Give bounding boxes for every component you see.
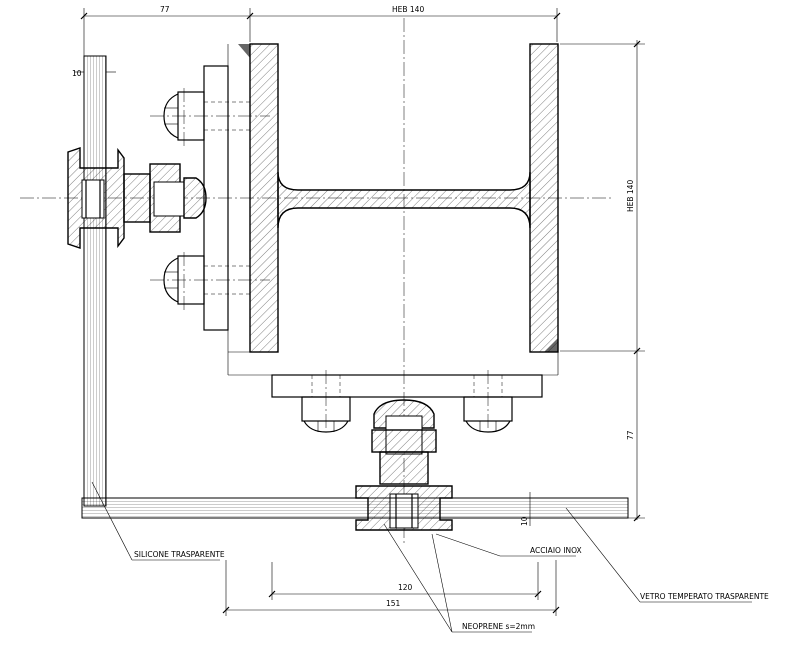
- top-dimensions: 77 HEB 140: [80, 5, 561, 60]
- bottom-dimensions: 120 151: [222, 560, 560, 616]
- dim-glass-bottom: 10: [520, 516, 529, 526]
- right-dimensions: HEB 140 77: [560, 40, 645, 522]
- left-spider-fitting: [67, 147, 207, 249]
- dim-top-left: 77: [160, 5, 170, 14]
- dim-glass-left: 10: [72, 69, 82, 78]
- label-neoprene: NEOPRENE s=2mm: [462, 622, 535, 631]
- annotations: SILICONE TRASPARENTE ACCIAIO INOX VETRO …: [91, 481, 769, 633]
- left-glass-panel: 10: [72, 55, 116, 507]
- dim-bottom-inner: 120: [398, 583, 413, 592]
- heb140-beam: [227, 43, 559, 376]
- label-glass: VETRO TEMPERATO TRASPARENTE: [640, 592, 769, 601]
- dim-right-lower: 77: [626, 430, 635, 440]
- dim-right-vertical: HEB 140: [626, 180, 635, 212]
- label-silicone: SILICONE TRASPARENTE: [134, 550, 225, 559]
- bottom-plate-assembly: [271, 374, 543, 433]
- dim-top-right: HEB 140: [392, 5, 424, 14]
- label-steel: ACCIAIO INOX: [530, 546, 582, 555]
- bottom-glass-panel: 10: [81, 492, 629, 526]
- dim-bottom-outer: 151: [386, 599, 401, 608]
